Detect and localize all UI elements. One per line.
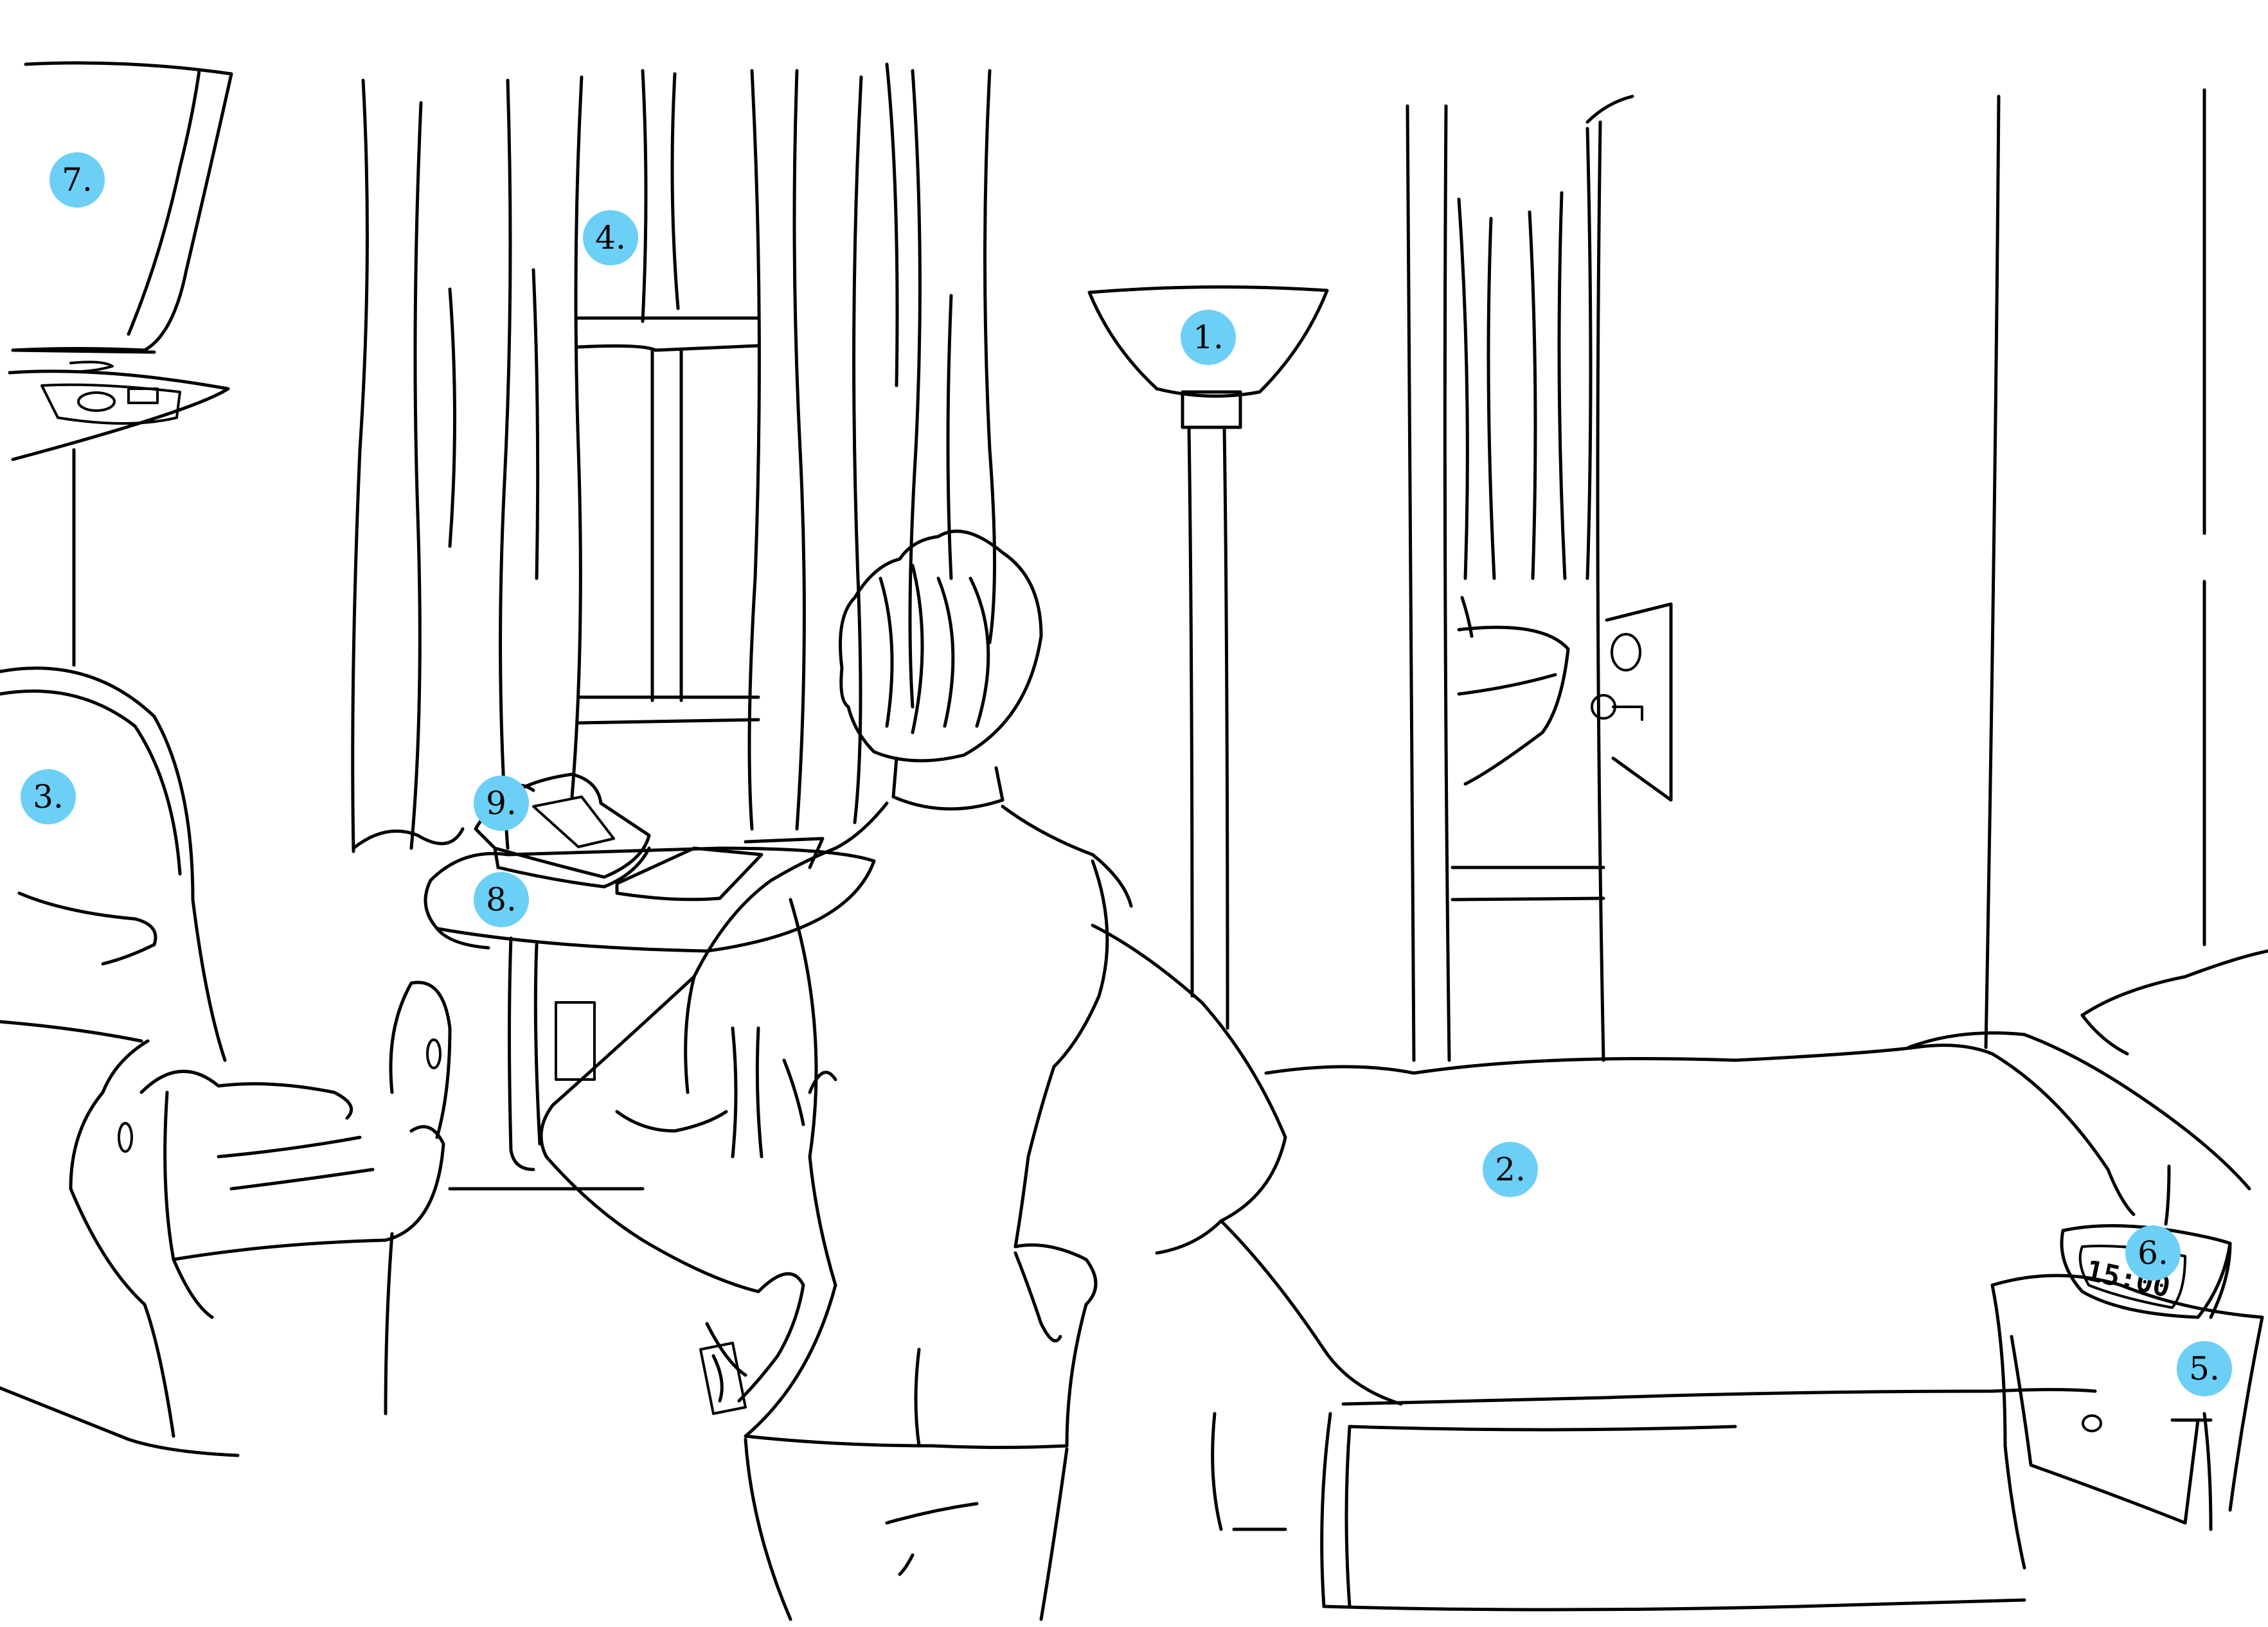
bathroom-doorway <box>1406 94 1673 1062</box>
marker-label: 8. <box>486 881 517 918</box>
marker-label: 2. <box>1495 1151 1526 1188</box>
bed <box>1211 949 2268 1612</box>
marker-armchair: 3. <box>21 769 76 824</box>
curtains <box>351 62 996 853</box>
marker-alarm-clock: 6. <box>2125 1225 2181 1281</box>
marker-desk: 8. <box>474 872 529 927</box>
marker-label: 6. <box>2138 1234 2168 1272</box>
marker-label: 3. <box>33 778 64 815</box>
right-wall <box>1984 88 2206 1049</box>
marker-bed: 2. <box>1483 1142 1538 1197</box>
marker-television: 7. <box>49 152 105 208</box>
woman <box>539 529 1287 1621</box>
marker-nightstand: 5. <box>2177 1341 2232 1396</box>
marker-label: 4. <box>595 219 626 256</box>
marker-label: 7. <box>62 161 93 199</box>
nightstand <box>1990 1274 2264 1570</box>
marker-telephone: 9. <box>474 776 529 831</box>
armchair <box>0 666 645 1457</box>
marker-label: 1. <box>1193 319 1224 356</box>
floor-lamp <box>1087 285 1329 1030</box>
marker-label: 5. <box>2189 1350 2220 1387</box>
marker-label: 9. <box>486 785 517 822</box>
marker-curtains: 4. <box>583 210 638 265</box>
marker-lamp: 1. <box>1181 310 1236 365</box>
television <box>8 61 233 667</box>
telephone <box>474 772 651 889</box>
